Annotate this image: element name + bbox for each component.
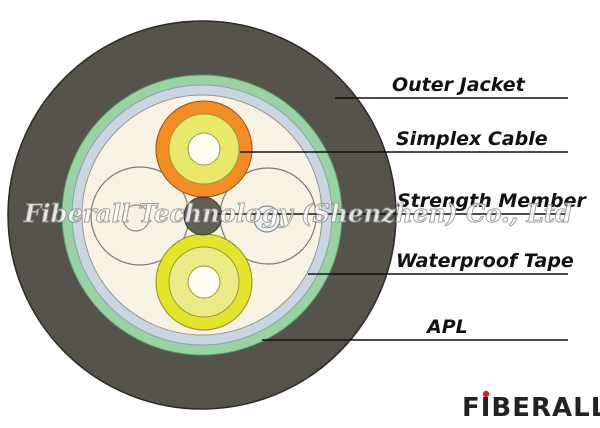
label-waterproof-tape: Waterproof Tape [396,250,574,272]
leader-lines [212,97,568,341]
label-apl: APL [425,316,468,338]
svg-text:FIBERALL: FIBERALL [462,393,600,423]
filler-inner-right [253,205,281,233]
logo-text-all: ALL [552,393,600,423]
label-simplex-cable: Simplex Cable [396,128,548,150]
watermark-text: Fiberall Technology (Shenzhen) Co., Ltd [23,199,572,228]
label-strength-member: Strength Member [397,190,587,212]
label-outer-jacket: Outer Jacket [392,74,526,96]
strength-member-core [183,196,223,236]
simplex-cable-bottom-fiber [187,265,221,299]
logo-text-fiber: FIBER [462,393,552,423]
logo-dot-icon [482,390,490,398]
simplex-cable-top-fiber [187,132,221,166]
filler-inner-left [122,204,150,232]
fiberall-logo: FIBERALL [462,390,600,423]
